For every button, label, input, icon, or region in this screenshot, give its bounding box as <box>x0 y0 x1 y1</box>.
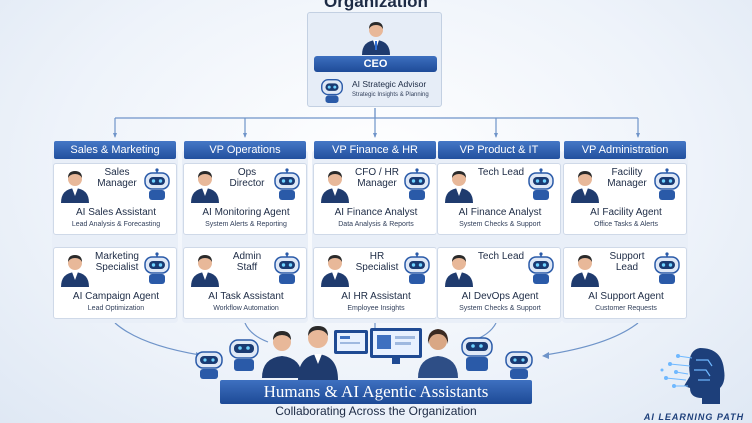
department-header: VP Product & IT <box>438 141 560 159</box>
ai-agent-detail: Customer Requests <box>595 305 657 312</box>
robot-icon <box>274 168 300 200</box>
ai-agent-name: AI Finance Analyst <box>458 207 542 218</box>
ai-agent-name: AI Facility Agent <box>590 207 662 218</box>
role-title: Admin Staff <box>232 251 262 273</box>
person-icon <box>61 171 89 203</box>
robot-icon <box>274 252 300 284</box>
person-icon <box>445 171 473 203</box>
diagram-title: Organization <box>324 0 428 11</box>
role-title: HR Specialist <box>355 251 399 273</box>
ai-agent-detail: System Alerts & Reporting <box>205 221 287 228</box>
ai-agent-name: AI DevOps Agent <box>461 291 539 302</box>
department-header: VP Operations <box>184 141 306 159</box>
person-icon <box>362 22 390 55</box>
person-icon <box>321 171 349 203</box>
role-title: Tech Lead <box>477 167 525 178</box>
footer-banner: Humans & AI Agentic Assistants <box>220 380 532 404</box>
ceo-ai-title: AI Strategic Advisor <box>352 79 427 89</box>
ai-agent-name: AI Support Agent <box>588 291 664 302</box>
person-icon <box>191 171 219 203</box>
robot-icon <box>654 168 680 200</box>
role-title: Sales Manager <box>97 167 137 189</box>
ai-agent-detail: Employee Insights <box>347 305 405 312</box>
person-icon <box>262 331 302 378</box>
brain-logo-icon <box>660 348 725 404</box>
person-icon <box>571 255 599 287</box>
ai-agent-name: AI Campaign Agent <box>72 291 160 302</box>
ceo-card: CEO AI Strategic Advisor Strategic Insig… <box>307 12 442 107</box>
role-title: Facility Manager <box>607 167 647 189</box>
ai-agent-detail: Workflow Automation <box>213 305 279 312</box>
person-icon <box>191 255 219 287</box>
ai-agent-detail: Data Analysis & Reports <box>338 221 414 228</box>
role-title: Ops Director <box>229 167 265 189</box>
ai-agent-name: AI Sales Assistant <box>75 207 157 218</box>
person-icon <box>61 255 89 287</box>
ai-agent-name: AI Task Assistant <box>208 291 284 302</box>
role-title: Marketing Specialist <box>95 251 139 273</box>
role-title: CFO / HR Manager <box>355 167 399 189</box>
department-column: VP Product & IT Tech Lead AI Finance Analy… <box>436 141 562 323</box>
ai-agent-detail: System Checks & Support <box>459 221 541 228</box>
ai-agent-detail: Office Tasks & Alerts <box>594 221 658 228</box>
person-icon <box>418 329 458 378</box>
robot-icon <box>144 168 170 200</box>
robot-icon <box>321 78 343 103</box>
robot-icon <box>404 252 430 284</box>
ai-agent-detail: System Checks & Support <box>459 305 541 312</box>
person-icon <box>321 255 349 287</box>
robot-icon <box>654 252 680 284</box>
ceo-label: CEO <box>314 56 437 72</box>
role-title: Support Lead <box>609 251 645 273</box>
ai-agent-detail: Lead Optimization <box>87 305 145 312</box>
robot-icon <box>505 351 533 379</box>
ai-agent-name: AI Monitoring Agent <box>202 207 290 218</box>
department-header: Sales & Marketing <box>54 141 176 159</box>
robot-icon <box>229 339 259 371</box>
department-header: VP Administration <box>564 141 686 159</box>
ai-agent-name: AI Finance Analyst <box>334 207 418 218</box>
robot-icon <box>528 252 554 284</box>
robot-icon <box>528 168 554 200</box>
department-column: VP Finance & HR CFO / HR Manager AI Financ… <box>312 141 438 323</box>
robot-icon <box>195 351 223 379</box>
person-icon <box>571 171 599 203</box>
monitor-icon <box>334 328 422 364</box>
person-icon <box>298 326 338 380</box>
role-title: Tech Lead <box>477 251 525 262</box>
robot-icon <box>461 337 493 371</box>
footer-subtitle: Collaborating Across the Organization <box>275 404 477 418</box>
robot-icon <box>404 168 430 200</box>
logo-text: AI LEARNING PATH <box>643 412 745 422</box>
ai-agent-name: AI HR Assistant <box>341 291 411 302</box>
ai-agent-detail: Lead Analysis & Forecasting <box>71 221 161 228</box>
person-icon <box>445 255 473 287</box>
ceo-ai-subtitle: Strategic Insights & Planning <box>352 92 429 98</box>
department-header: VP Finance & HR <box>314 141 436 159</box>
robot-icon <box>144 252 170 284</box>
